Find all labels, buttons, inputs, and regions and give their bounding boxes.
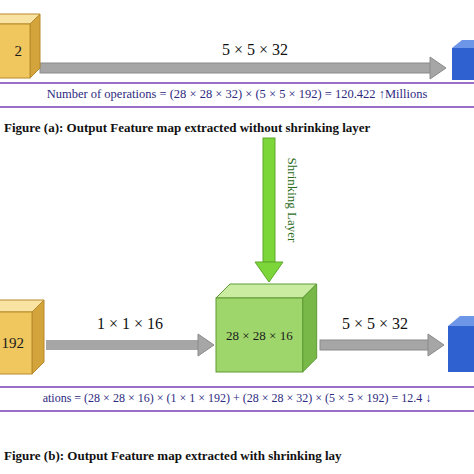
kernel-size: 5 × 5 × 32 [342,315,408,333]
cube-top [216,284,317,298]
rule-line [0,410,474,412]
cube-side [32,300,44,374]
arrow-head [428,334,444,356]
output-cube [448,316,474,372]
cube-front [0,312,32,374]
arrow-shaft [40,63,432,73]
cube-side [303,284,317,372]
cube-front [452,48,474,80]
kernel-size: 5 × 5 × 32 [222,41,288,59]
arrow-head [430,57,446,79]
cube-front [0,24,30,78]
figure-caption: Figure (a): Output Feature map extracted… [4,121,370,135]
input-cube: 2 [0,14,40,78]
cube-dimension: 192 [2,336,25,351]
rule-line [0,106,474,108]
cube-top [448,316,474,326]
input-cube: 192 [0,300,44,374]
shrink-arrow-head [255,262,283,282]
figure-caption: Figure (b): Output Feature map extracted… [4,449,342,463]
rule-line [0,386,474,388]
arrow-head [198,334,214,356]
rule-line [0,82,474,84]
cube-dimension: 2 [15,44,23,59]
data-flow-arrow [46,334,214,356]
operations-formula: Number of operations = (28 × 28 × 32) × … [47,88,428,102]
cube-front [448,326,474,372]
cube-dimension: 28 × 28 × 16 [226,329,293,342]
cube-side [30,14,40,78]
output-cube [452,40,474,80]
cube-front [216,298,303,372]
shrink-arrow-shaft [263,138,275,262]
cube-top [452,40,474,48]
arrow-shaft [320,340,430,350]
kernel-size: 1 × 1 × 16 [97,315,163,333]
operations-formula: ations = (28 × 28 × 16) × (1 × 1 × 192) … [43,392,432,405]
arrow-shaft [46,340,200,350]
shrink-cube: 28 × 28 × 16 [216,284,317,372]
shrink-label: Shrinking Layer [285,158,299,243]
